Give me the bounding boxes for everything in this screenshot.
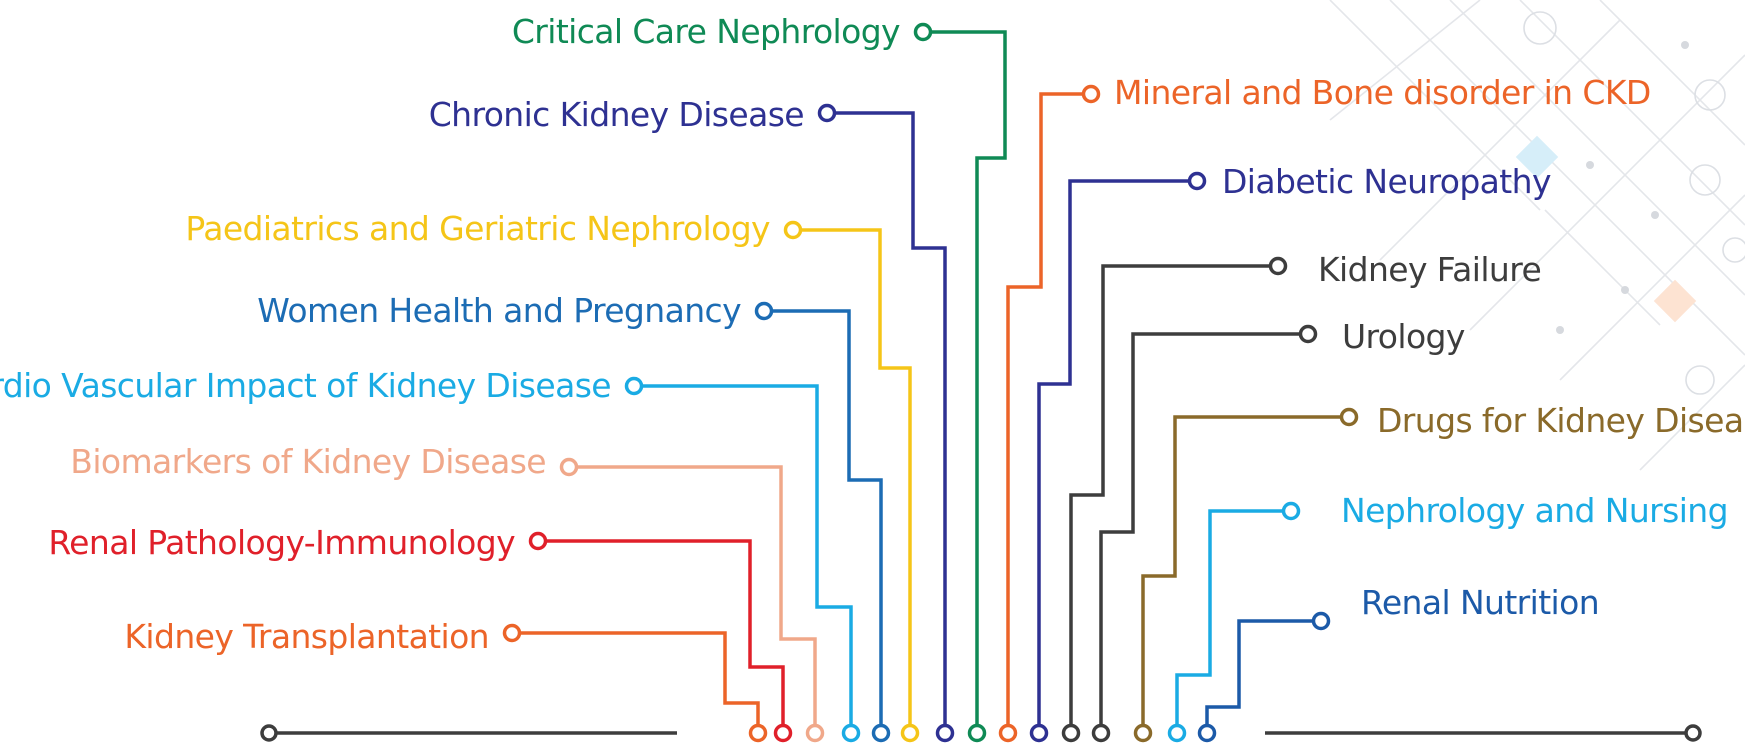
topic-label: Kidney Transplantation [124,617,489,656]
connector-line [1037,179,1197,733]
connector-line [1141,415,1349,733]
label-node [1081,84,1101,104]
topic-label: Chronic Kidney Disease [429,95,804,134]
baseline-right-end-node [1684,724,1702,742]
label-node [1311,611,1331,631]
baseline-node [841,723,861,743]
topic-biomarkers-of-kidney-disease: Biomarkers of Kidney Disease [70,442,825,743]
connector-line [827,111,947,733]
connector-line [1099,332,1308,733]
topic-label: Drugs for Kidney Disease [1377,401,1745,440]
connector-line [793,228,912,733]
circuit-background-decoration [1329,0,1745,471]
topic-critical-care-nephrology: Critical Care Nephrology [512,12,1007,743]
baseline-node [1029,723,1049,743]
topic-label: Kidney Failure [1318,250,1541,289]
topic-label: Diabetic Neuropathy [1222,162,1551,201]
topic-drugs-for-kidney-disease: Drugs for Kidney Disease [1133,401,1745,743]
label-node [559,457,579,477]
topic-label: Biomarkers of Kidney Disease [70,442,546,481]
label-node [1298,324,1318,344]
topic-renal-nutrition: Renal Nutrition [1197,583,1600,743]
topic-label: Urology [1342,317,1465,356]
baseline-node [1091,723,1111,743]
connector-line [1069,264,1278,733]
baseline-node [773,723,793,743]
topic-label: Renal Nutrition [1361,583,1599,622]
topic-kidney-transplantation: Kidney Transplantation [124,617,768,743]
connector-line [1006,92,1091,733]
label-node [528,531,548,551]
topic-urology: Urology [1091,317,1465,743]
connector-line [1175,509,1291,733]
baseline-node [805,723,825,743]
connector-line [569,465,817,733]
label-node [817,103,837,123]
label-node [913,22,933,42]
topic-paediatrics-and-geriatric-nephrology: Paediatrics and Geriatric Nephrology [185,209,920,743]
topic-label: Nephrology and Nursing [1341,491,1728,530]
label-node [1268,256,1288,276]
baseline-track [260,724,1702,742]
topic-label: Paediatrics and Geriatric Nephrology [185,209,770,248]
connector-line [764,309,883,733]
topic-kidney-failure: Kidney Failure [1061,250,1542,743]
label-node [1339,407,1359,427]
topic-label: Women Health and Pregnancy [257,291,741,330]
topic-diabetic-neuropathy: Diabetic Neuropathy [1029,162,1552,743]
topic-label: Renal Pathology-Immunology [48,523,515,562]
baseline-left-end-node [260,724,278,742]
label-node [502,623,522,643]
topic-chronic-kidney-disease: Chronic Kidney Disease [429,95,955,743]
topic-women-health-and-pregnancy: Women Health and Pregnancy [257,291,891,743]
connector-line [538,539,785,733]
label-node [624,376,644,396]
baseline-node [1197,723,1217,743]
baseline-node [967,723,987,743]
connector-line [634,384,853,733]
topic-cardio-vascular-impact-of-kidney-disease: Cardio Vascular Impact of Kidney Disease [0,366,861,743]
topic-label: Cardio Vascular Impact of Kidney Disease [0,366,611,405]
connector-line [923,30,1007,733]
connector-line [512,631,760,733]
baseline-node [871,723,891,743]
baseline-node [1133,723,1153,743]
baseline-node [748,723,768,743]
label-node [1187,171,1207,191]
baseline-node [1167,723,1187,743]
topic-label: Mineral and Bone disorder in CKD [1114,73,1651,112]
topic-nephrology-and-nursing: Nephrology and Nursing [1167,491,1729,743]
label-node [783,220,803,240]
connector-line [1205,619,1321,733]
baseline-node [1061,723,1081,743]
topic-label: Critical Care Nephrology [512,12,900,51]
baseline-node [900,723,920,743]
baseline-node [998,723,1018,743]
topic-mineral-and-bone-disorder-in-ckd: Mineral and Bone disorder in CKD [998,73,1651,743]
topic-renal-pathology-immunology: Renal Pathology-Immunology [48,523,793,743]
label-node [754,301,774,321]
baseline-node [935,723,955,743]
label-node [1281,501,1301,521]
